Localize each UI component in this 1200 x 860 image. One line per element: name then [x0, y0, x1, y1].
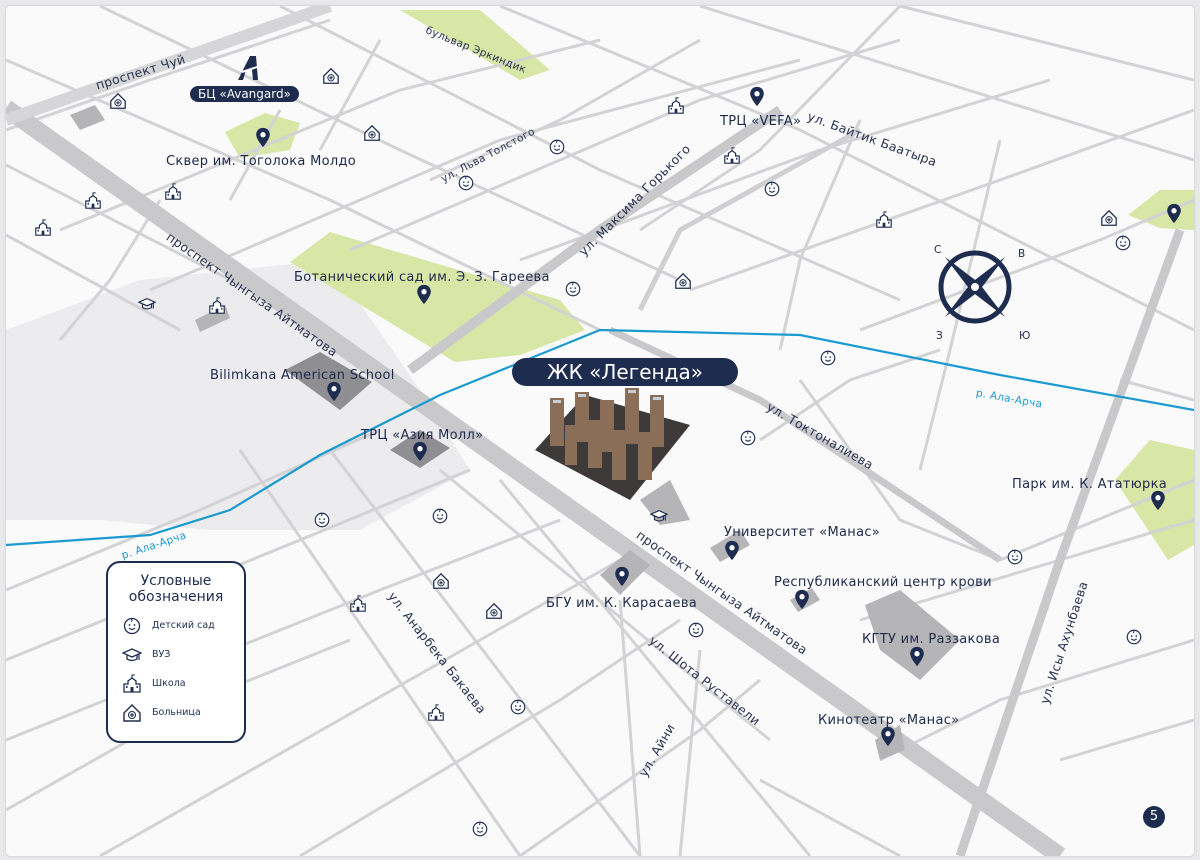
- business-center-label: БЦ «Avangard»: [190, 86, 299, 102]
- hospital-icon: [432, 572, 450, 590]
- university-icon: [650, 507, 668, 525]
- river: [6, 328, 1194, 547]
- compass-east: В: [1018, 248, 1026, 260]
- school-icon: [427, 704, 445, 722]
- kindergarten-icon: [739, 429, 757, 447]
- kindergarten-icon: [471, 820, 489, 838]
- legend-label: ВУЗ: [152, 649, 171, 660]
- complex-label[interactable]: ЖК «Легенда»: [512, 358, 738, 386]
- map-pin-icon[interactable]: [749, 86, 765, 107]
- kindergarten-icon: [819, 349, 837, 367]
- legend-item: Детский сад: [108, 611, 244, 640]
- complex-render: [535, 388, 690, 500]
- map-pin-icon[interactable]: [412, 441, 428, 462]
- kindergarten-icon: [687, 621, 705, 639]
- place-label-manas-uni: Университет «Манас»: [724, 525, 881, 540]
- compass-icon: [938, 250, 1012, 324]
- bilimkana-area: [6, 260, 470, 530]
- map-canvas: [6, 6, 1194, 856]
- map-pin-icon[interactable]: [326, 381, 342, 402]
- school-icon: [208, 297, 226, 315]
- university-icon: [122, 645, 142, 665]
- kindergarten-icon: [548, 138, 566, 156]
- school-icon: [667, 97, 685, 115]
- map-pin-icon[interactable]: [794, 589, 810, 610]
- place-label-ataturk: Парк им. К. Ататюрка: [1012, 477, 1168, 492]
- school-icon: [723, 147, 741, 165]
- legend-item: Больница: [108, 698, 244, 727]
- hospital-icon: [322, 67, 340, 85]
- school-icon: [84, 192, 102, 210]
- kindergarten-icon: [1125, 628, 1143, 646]
- legend-label: Больница: [152, 707, 201, 718]
- legend-title: Условные: [140, 573, 212, 589]
- map-pin-icon[interactable]: [880, 726, 896, 747]
- legend-item: Школа: [108, 669, 244, 698]
- kindergarten-icon: [431, 507, 449, 525]
- kindergarten-icon: [1006, 548, 1024, 566]
- page-number: 5: [1143, 806, 1165, 828]
- map-pin-icon[interactable]: [724, 540, 740, 561]
- legend-title: обозначения: [128, 589, 224, 605]
- legend-item: ВУЗ: [108, 640, 244, 669]
- place-label-togolok: Сквер им. Тоголока Молдо: [166, 154, 357, 169]
- kindergarten-icon: [509, 698, 527, 716]
- kindergarten-icon: [313, 511, 331, 529]
- kindergarten-icon: [122, 616, 142, 636]
- legend-label: Школа: [152, 678, 186, 689]
- school-icon: [164, 183, 182, 201]
- place-label-botanical: Ботанический сад им. Э. З. Гареева: [294, 270, 550, 285]
- school-icon: [34, 219, 52, 237]
- school-icon: [875, 211, 893, 229]
- school-icon: [122, 674, 142, 694]
- compass-south: Ю: [1019, 330, 1031, 342]
- school-icon: [349, 595, 367, 613]
- map-pin-icon[interactable]: [1150, 490, 1166, 511]
- kindergarten-icon: [763, 180, 781, 198]
- map-pin-icon[interactable]: [1166, 203, 1182, 224]
- university-icon: [138, 295, 156, 313]
- place-label-asia-mall: ТРЦ «Азия Молл»: [361, 428, 484, 443]
- place-label-kgtu: КГТУ им. Раззакова: [862, 632, 1001, 647]
- place-label-vefa: ТРЦ «VEFA»: [720, 114, 802, 129]
- map-pin-icon[interactable]: [909, 646, 925, 667]
- avangard-logo-icon: [238, 56, 267, 80]
- map-pin-icon[interactable]: [416, 284, 432, 305]
- place-label-bgu: БГУ им. К. Карасаева: [546, 596, 698, 611]
- hospital-icon: [1100, 209, 1118, 227]
- place-label-cinema: Кинотеатр «Манас»: [818, 713, 960, 728]
- hospital-icon: [109, 92, 127, 110]
- hospital-icon: [122, 703, 142, 723]
- hospital-icon: [363, 124, 381, 142]
- map-pin-icon[interactable]: [614, 566, 630, 587]
- map-page: проспект Чуй бульвар Эркиндик ул. Льва Т…: [6, 6, 1194, 856]
- place-label-blood-center: Республиканский центр крови: [774, 575, 992, 590]
- hospital-icon: [674, 272, 692, 290]
- compass-west: З: [936, 330, 944, 342]
- kindergarten-icon: [564, 280, 582, 298]
- place-label-bilimkana: Bilimkana American School: [210, 368, 395, 383]
- compass-north: С: [934, 244, 942, 256]
- legend-label: Детский сад: [152, 620, 215, 631]
- map-pin-icon[interactable]: [255, 127, 271, 148]
- kindergarten-icon: [1114, 234, 1132, 252]
- hospital-icon: [485, 602, 503, 620]
